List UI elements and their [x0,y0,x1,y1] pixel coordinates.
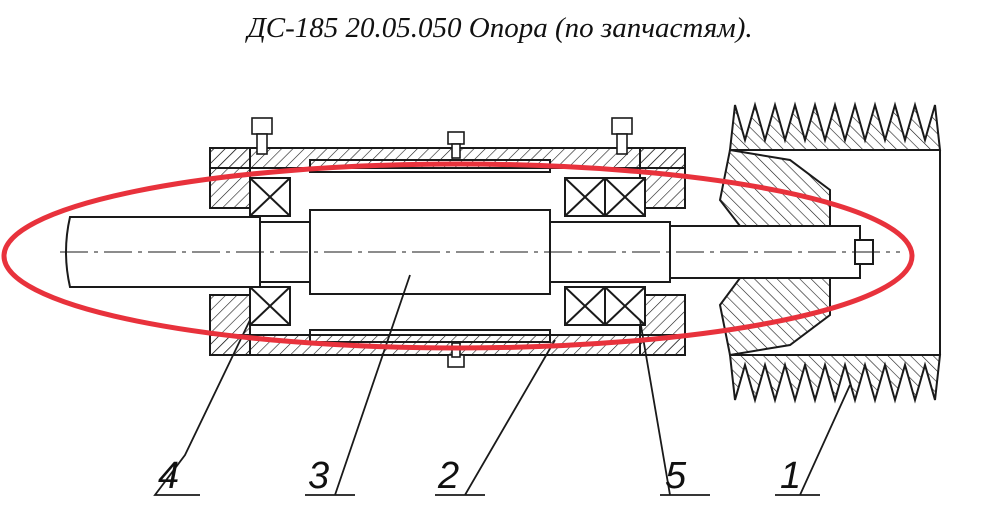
bearing-right [564,177,646,326]
drawing-title: ДС-185 20.05.050 Опора (по запчастям). [247,12,753,44]
leader-lines [153,274,851,496]
callout-3: 3 [308,455,329,497]
callout-5: 5 [665,455,687,497]
callout-4: 4 [158,455,179,497]
callout-1: 1 [780,455,801,497]
highlight-ellipse [1,161,915,351]
callout-2: 2 [437,455,459,497]
shaft [60,209,900,295]
bearing-left [249,177,291,326]
